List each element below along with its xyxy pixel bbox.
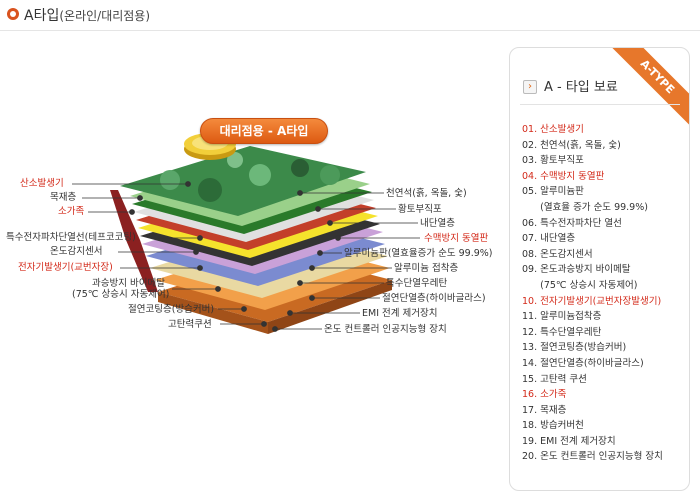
list-item: 16. 소가죽 [522,389,567,401]
label-water-vein-plate: 수맥방지 동열판 [424,233,489,244]
label-oxygen-generator: 산소발생기 [20,178,64,189]
list-item: (열효율 증가 순도 99.9%) [522,201,648,213]
label-inner-insulation: 내단열층 [420,218,455,229]
label-loess-fabric: 황토부직포 [398,204,442,215]
label-insulation-coating: 절연코팅층(방습커버) [128,304,215,315]
list-item: 09. 온도과승방지 바이메탈 [522,264,631,276]
dealer-type-badge: 대리점용 - A타입 [200,118,328,144]
label-cushion: 고탄력쿠션 [168,319,212,330]
diagram-panel: 대리점용 - A타입 산소발생기 목재층 소가족 특수전자파차단열선(테프코코팅… [0,36,504,494]
component-list-panel: A-TYPE › A - 타입 보료 01. 산소발생기 02. 천연석(흙, … [509,47,690,491]
list-item: 19. EMI 전계 제거장치 [522,435,616,447]
list-item: 18. 방습커버천 [522,420,584,432]
label-wood-layer: 목재층 [50,192,77,203]
list-item: (75℃ 상승시 자동제어) [522,279,638,291]
title-main: A타입 [24,8,60,24]
label-urethane: 특수단열우레탄 [386,278,448,289]
label-aluminum-plate: 알루미늄판(열효율증가 순도 99.9%) [344,248,493,259]
list-item: 12. 특수단열우레탄 [522,326,602,338]
list-item: 10. 전자기발생기(교번자장발생기) [522,295,662,307]
bullet-icon [7,8,19,20]
list-item: 14. 절연단열층(하이바글라스) [522,357,644,369]
page-title: A타입(온라인/대리점용) [24,5,150,25]
panel-title: A - 타입 보료 [544,80,618,95]
label-cowhide: 소가족 [58,206,85,217]
list-item: 15. 고탄력 쿠션 [522,373,587,385]
page-header: A타입(온라인/대리점용) [0,0,700,34]
label-temp-controller: 온도 컨트롤러 인공지능형 장치 [324,324,447,335]
panel-divider [520,104,680,105]
label-emi-device: EMI 전계 제거장치 [362,308,438,319]
list-item: 11. 알루미늄접착층 [522,311,602,323]
component-list: 01. 산소발생기 02. 천연석(흙, 옥돌, 숯) 03. 황토부직포 04… [522,122,663,465]
list-item: 01. 산소발생기 [522,124,584,135]
list-item: 04. 수맥방지 동열판 [522,170,605,182]
title-sub: (온라인/대리점용) [59,9,151,23]
label-aluminum-adhesive: 알루미늄 접착층 [394,263,459,274]
label-bimetal-note: (75℃ 상승시 자동제어) [72,289,170,300]
layer-diagram [72,133,420,334]
label-bimetal: 과승방지 바이메탈 [92,278,165,289]
list-item: 07. 내단열층 [522,233,576,245]
chevron-right-icon: › [523,80,537,94]
label-natural-stone: 천연석(흙, 옥돌, 숯) [386,188,467,199]
list-item: 17. 목재층 [522,404,567,416]
list-item: 05. 알루미늄판 [522,186,584,198]
label-emf-heating-wire: 특수전자파차단열선(테프코코팅) [6,232,136,243]
list-item: 13. 절연코팅층(방습커버) [522,342,627,354]
label-temp-sensor: 온도감지센서 [50,246,103,257]
list-item: 03. 황토부직포 [522,155,584,167]
header-divider [0,30,700,31]
type-ribbon: A-TYPE [606,48,689,128]
list-item: 06. 특수전자파차단 열선 [522,217,622,229]
list-item: 08. 온도감지센서 [522,248,593,260]
list-item: 20. 온도 컨트롤러 인공지능형 장치 [522,451,663,463]
list-item: 02. 천연석(흙, 옥돌, 숯) [522,139,621,151]
label-em-generator: 전자기발생기(교번자장) [18,262,113,273]
label-insulation-layer: 절연단열층(하이바글라스) [382,293,486,304]
